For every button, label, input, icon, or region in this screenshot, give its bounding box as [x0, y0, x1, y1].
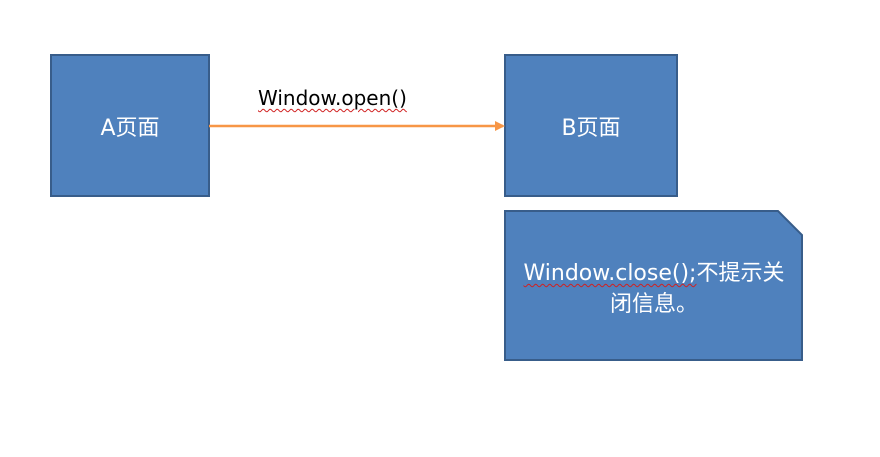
note-line-1: Window.close();不提示关 [508, 258, 800, 289]
note-text: Window.close();不提示关 闭信息。 [508, 258, 800, 320]
node-b-box [504, 54, 678, 197]
note-code: Window.close(); [523, 261, 697, 286]
note-box [504, 210, 803, 361]
node-a-label: A页面 [51, 55, 209, 196]
edge-label-text: Window.open() [258, 86, 407, 110]
node-a-box [50, 54, 210, 197]
note-line-1-rest: 不提示关 [696, 261, 785, 286]
node-b-label: B页面 [505, 55, 677, 196]
node-b-text: B页面 [561, 115, 621, 141]
edge-label: Window.open() [258, 86, 407, 110]
note-line-2: 闭信息。 [609, 292, 698, 317]
node-a-text: A页面 [100, 115, 160, 141]
